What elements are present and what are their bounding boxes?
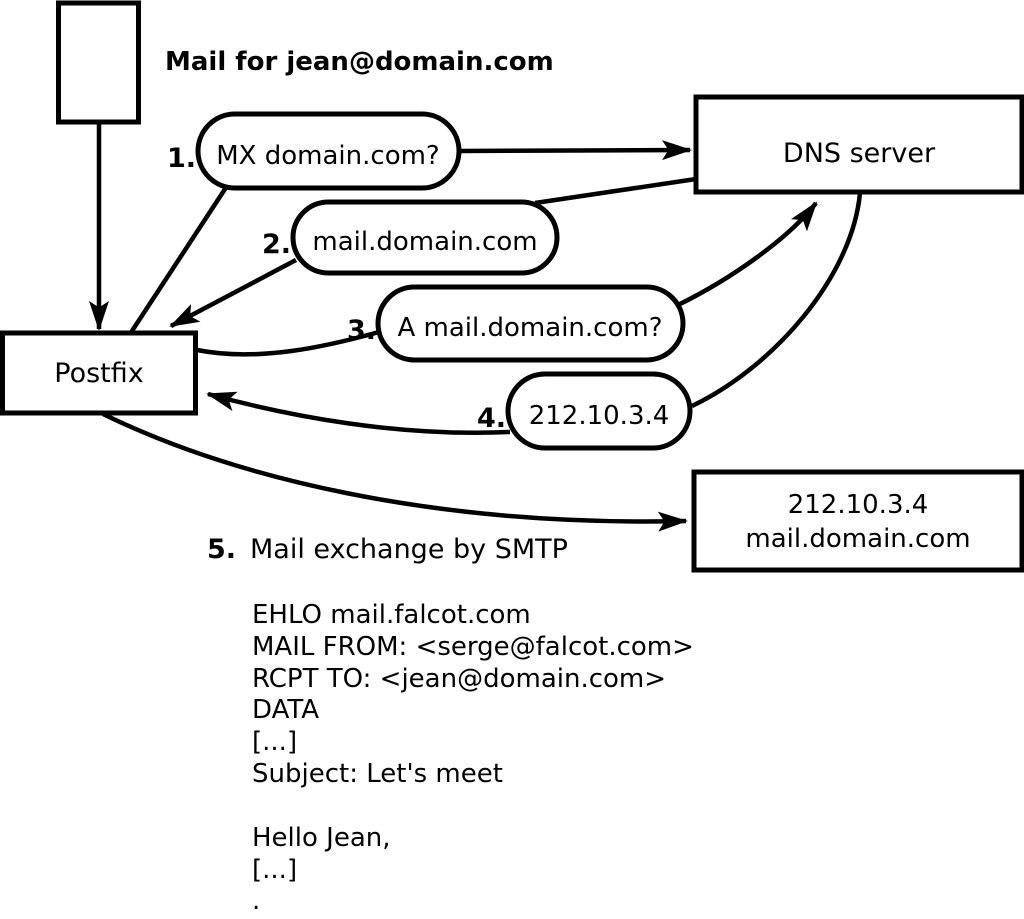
arrow-response-mx-to-postfix [169,258,298,328]
smtp-line: RCPT TO: <jean@domain.com> [252,664,666,694]
line-dns-to-response-ip [691,192,863,409]
dns-server-label: DNS server [783,138,936,169]
smtp-transcript: EHLO mail.falcot.com MAIL FROM: <serge@f… [252,600,694,916]
smtp-line: . [252,886,260,916]
mail-server-ip-label: 212.10.3.4 [788,490,929,520]
smtp-line: MAIL FROM: <serge@falcot.com> [252,632,694,662]
smtp-line: EHLO mail.falcot.com [252,600,531,630]
arrow-query-a-to-dns [677,201,818,308]
step-1-number: 1. [167,143,196,174]
query-a-label: A mail.domain.com? [398,313,663,343]
response-mx-pill [290,199,560,276]
smtp-line: [...] [252,727,297,757]
response-ip-pill [505,371,693,451]
smtp-line: Subject: Let's meet [252,759,503,789]
step-5-number: 5. [207,534,236,565]
step-3-number: 3. [347,315,376,346]
step-4-number: 4. [477,403,506,434]
response-mx-label: mail.domain.com [312,227,537,257]
mail-server-node [691,469,1024,573]
line-dns-to-response-mx [534,176,697,206]
step-5-label: Mail exchange by SMTP [250,534,568,565]
mail-server-host-label: mail.domain.com [745,524,970,554]
smtp-line: DATA [252,695,319,725]
dns-server-node [693,94,1024,195]
query-mx-pill [195,111,462,191]
query-a-pill [375,284,686,363]
arrow-smtp-to-mailserver [102,411,688,532]
smtp-line: [...] [252,855,297,885]
arrow-query-mx-to-dns [457,140,692,161]
line-postfix-to-query-a [196,329,380,357]
step-2-number: 2. [262,229,291,260]
smtp-line: Hello Jean, [252,823,391,853]
mail-for-note: Mail for jean@domain.com [165,47,554,77]
arrow-response-ip-to-postfix [206,391,511,436]
postfix-label: Postfix [54,358,143,389]
line-postfix-to-query-mx [128,184,229,336]
mail-message-node [56,0,141,125]
postfix-node [0,330,198,416]
query-mx-label: MX domain.com? [216,141,439,171]
response-ip-label: 212.10.3.4 [529,401,670,431]
